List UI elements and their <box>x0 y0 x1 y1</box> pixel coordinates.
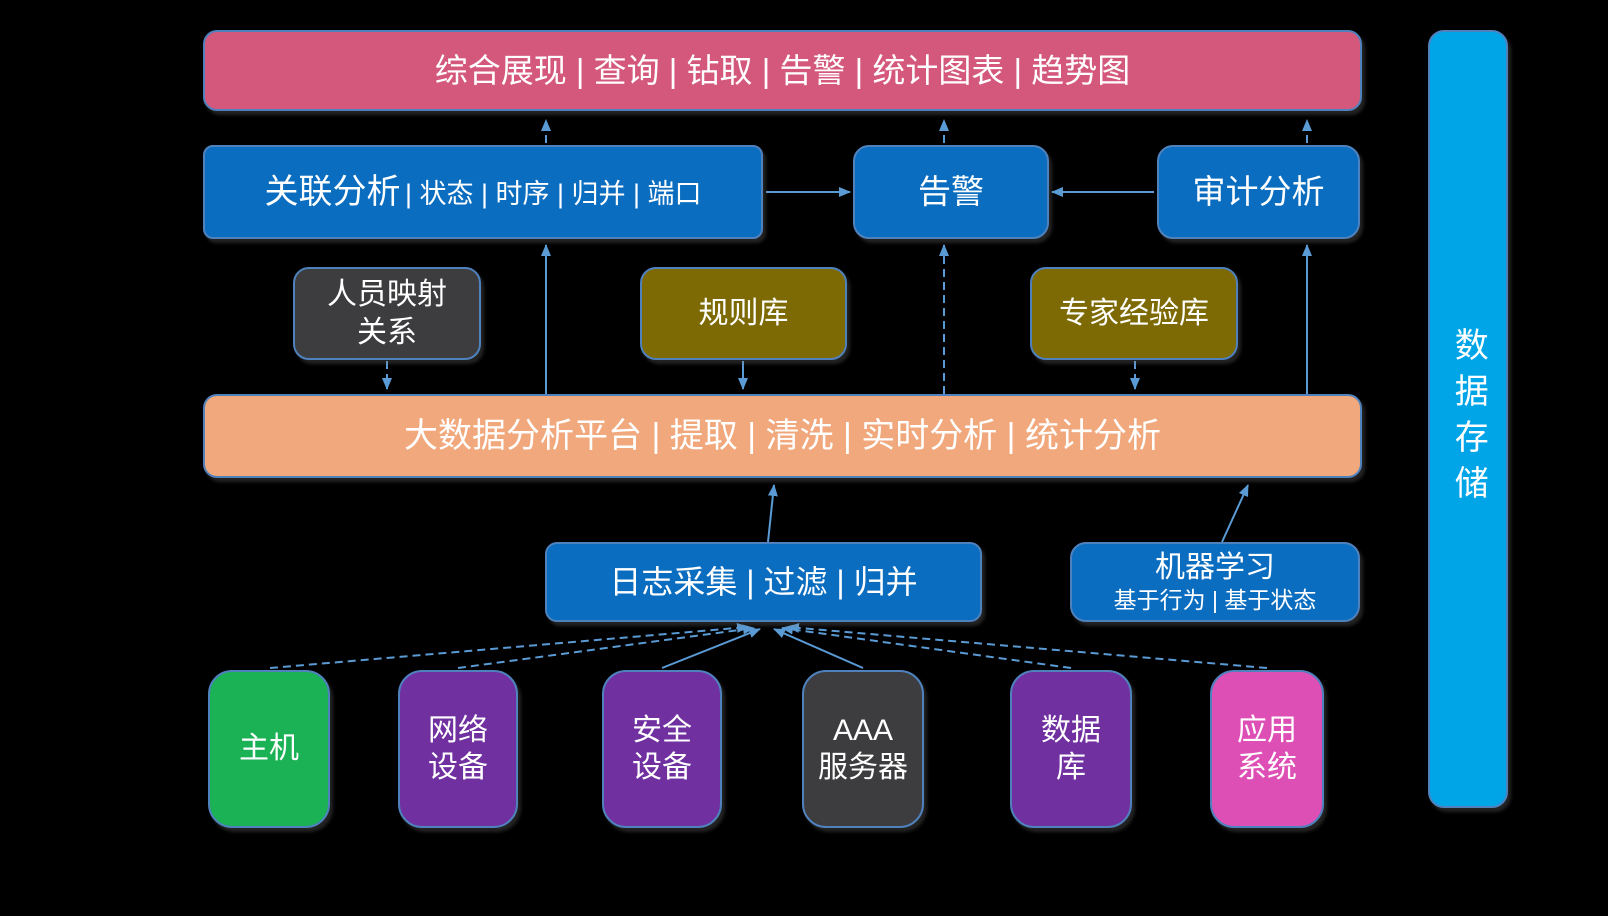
expert-experience-label: 专家经验库 <box>1059 296 1209 330</box>
device-host-label: 主机 <box>239 732 299 766</box>
alert-box: 告警 <box>853 145 1049 239</box>
arrow-machine-learning-to-platform <box>1221 484 1249 543</box>
device-network-line1: 网络 <box>428 713 488 747</box>
device-aaa-line1: AAA <box>832 713 894 747</box>
log-collection-box: 日志采集 | 过滤 | 归并 <box>545 542 982 622</box>
bigdata-platform-bar: 大数据分析平台 | 提取 | 清洗 | 实时分析 | 统计分析 <box>203 394 1362 478</box>
device-database-line2: 库 <box>1056 751 1086 784</box>
bigdata-platform-label: 大数据分析平台 | 提取 | 清洗 | 实时分析 | 统计分析 <box>404 416 1161 455</box>
device-network-box: 网络 设备 <box>398 670 518 828</box>
person-mapping-line2: 关系 <box>357 315 417 349</box>
correlation-analysis-box: 关联分析 | 状态 | 时序 | 归并 | 端口 <box>203 145 763 239</box>
arrow-database-to-log-collection <box>781 624 1072 669</box>
machine-learning-box: 机器学习 基于行为 | 基于状态 <box>1070 542 1360 622</box>
device-app-box: 应用 系统 <box>1210 670 1324 828</box>
rule-library-label: 规则库 <box>698 296 789 330</box>
data-storage-label: 数据存储 <box>1449 327 1488 511</box>
device-database-line1: 数据 <box>1041 713 1101 747</box>
data-storage-bar: 数据存储 <box>1428 30 1508 808</box>
device-security-box: 安全 设备 <box>602 670 722 828</box>
device-database-box: 数据 库 <box>1010 670 1132 828</box>
correlation-items: | 状态 | 时序 | 归并 | 端口 <box>404 178 702 209</box>
log-collection-label: 日志采集 | 过滤 | 归并 <box>609 564 918 600</box>
device-security-line2: 设备 <box>632 751 692 784</box>
arrow-aaa-to-log-collection <box>773 628 864 669</box>
arrow-security-to-log-collection <box>661 628 761 669</box>
machine-learning-items: 基于行为 | 基于状态 <box>1113 587 1317 614</box>
device-aaa-line2: 服务器 <box>818 751 908 784</box>
presentation-bar-label: 综合展现 | 查询 | 钻取 | 告警 | 统计图表 | 趋势图 <box>434 51 1131 89</box>
alert-label: 告警 <box>918 173 984 211</box>
person-mapping-box: 人员映射 关系 <box>293 267 481 360</box>
person-mapping-line1: 人员映射 <box>327 278 447 311</box>
arrow-host-to-log-collection <box>269 622 749 669</box>
device-host-box: 主机 <box>208 670 330 828</box>
rule-library-box: 规则库 <box>640 267 847 360</box>
correlation-analysis-label: 关联分析 | 状态 | 时序 | 归并 | 端口 <box>264 171 701 214</box>
arrow-network-to-log-collection <box>457 624 755 669</box>
device-security-line1: 安全 <box>632 713 692 747</box>
audit-analysis-label: 审计分析 <box>1192 173 1325 211</box>
device-app-line1: 应用 <box>1237 713 1297 747</box>
correlation-title: 关联分析 <box>264 172 401 211</box>
presentation-bar: 综合展现 | 查询 | 钻取 | 告警 | 统计图表 | 趋势图 <box>203 30 1362 111</box>
device-app-line2: 系统 <box>1237 751 1297 784</box>
arrow-log-collection-to-platform <box>767 484 778 543</box>
audit-analysis-box: 审计分析 <box>1157 145 1360 239</box>
device-network-line2: 设备 <box>428 751 488 784</box>
expert-experience-box: 专家经验库 <box>1030 267 1238 360</box>
machine-learning-title: 机器学习 <box>1155 550 1275 584</box>
arrow-app-to-log-collection <box>787 622 1268 669</box>
device-aaa-box: AAA 服务器 <box>802 670 924 828</box>
